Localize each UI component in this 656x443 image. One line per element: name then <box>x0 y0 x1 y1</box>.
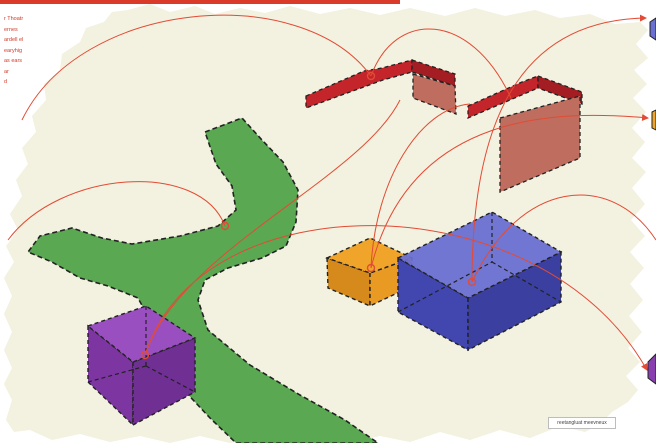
arc-wall-pair <box>370 28 512 99</box>
arc-wall-to-left <box>21 14 372 121</box>
edge-objects <box>647 17 656 385</box>
side-text-line: r Thoatr <box>4 16 24 22</box>
arc-blue-to-right <box>471 194 656 283</box>
side-annotation-text: r Thoatr ernes ardell el earyhig as ears… <box>4 14 44 88</box>
arc-blue-to-top-right <box>471 14 647 283</box>
arc-path-to-left <box>7 181 226 241</box>
edge-object-mid <box>651 109 656 131</box>
node-blue <box>467 277 477 287</box>
blue-box <box>396 211 563 352</box>
arc-orange-to-right <box>370 113 649 269</box>
figure-caption-label: reetangluat meevneux <box>548 417 616 429</box>
side-text-line: ar <box>4 68 9 75</box>
purple-box <box>86 305 197 427</box>
arc-purple-to-right <box>144 225 648 371</box>
side-text-line: ernes <box>4 26 18 33</box>
side-text-line: d <box>4 79 8 85</box>
node-orange <box>366 263 376 273</box>
header-band <box>0 0 400 4</box>
node-purple <box>140 350 150 360</box>
edge-object-top <box>649 17 656 41</box>
side-text-line: as ears <box>4 58 23 64</box>
arc-purple-to-wall <box>144 99 401 356</box>
node-wall <box>366 71 376 81</box>
green-path <box>26 117 380 443</box>
node-path <box>220 221 230 231</box>
connector-arcs <box>7 14 656 371</box>
edge-object-bottom <box>647 353 656 385</box>
side-text-line: ardell el <box>4 37 24 43</box>
red-wall-right <box>467 75 583 193</box>
arc-orange-to-wall <box>370 103 471 269</box>
connector-nodes <box>140 71 477 360</box>
side-text-line: earyhig <box>4 47 23 54</box>
